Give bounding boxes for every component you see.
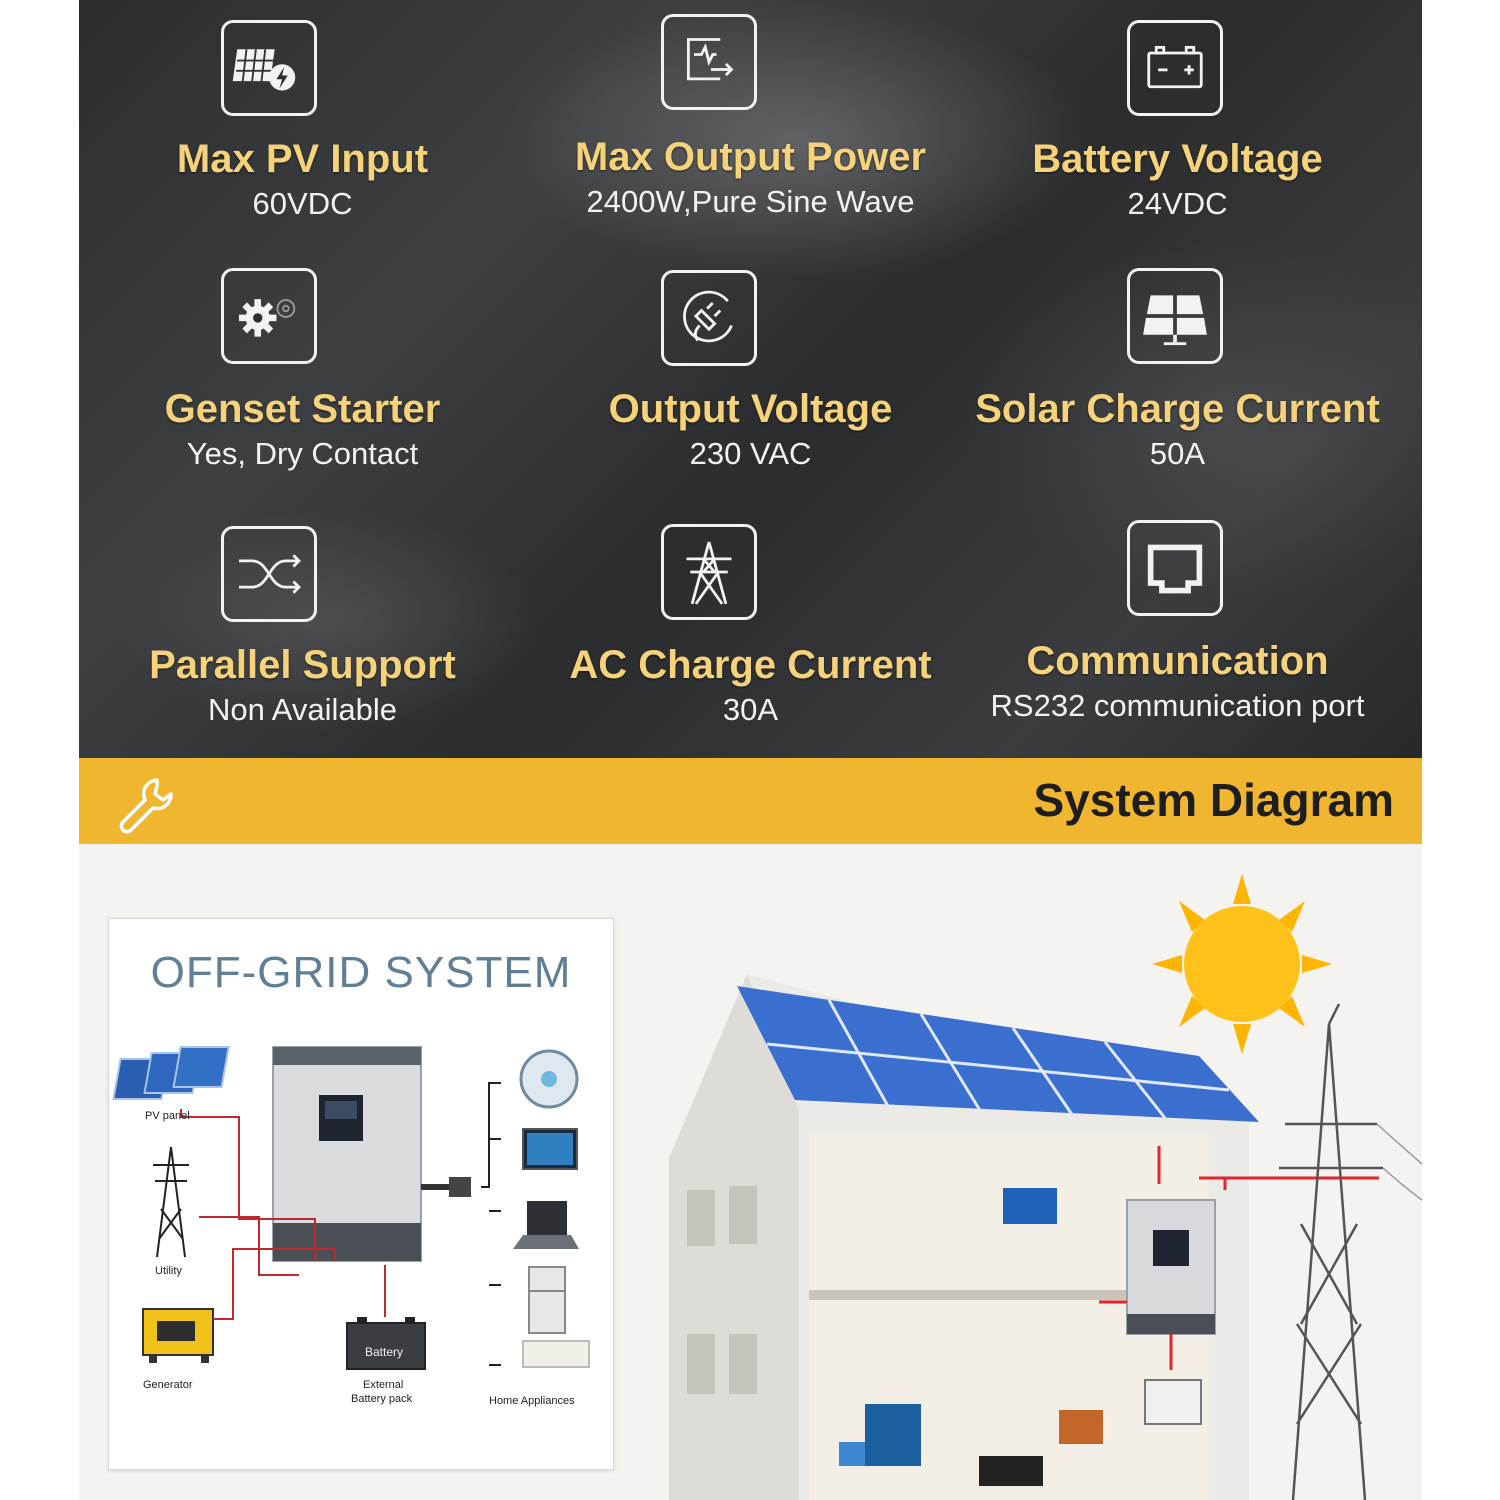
spec-max-output-power: Max Output Power 2400W,Pure Sine Wave [527,0,974,240]
plug-icon [661,270,757,366]
sun-icon [1152,874,1332,1054]
battery-icon [1127,20,1223,116]
wiring [180,1109,386,1320]
solar-array-icon [1127,268,1223,364]
off-grid-diagram-card: OFF-GRID SYSTEM [108,918,614,1470]
power-output-icon [661,14,757,110]
utility-label: Utility [155,1265,182,1277]
generator-icon [142,1308,214,1363]
monitor-icon [1003,1188,1057,1224]
appliance-bus [481,1082,501,1366]
spec-value: Non Available [207,692,397,727]
spec-solar-charge-current: Solar Charge Current 50A [954,250,1401,490]
gears-icon [221,268,317,364]
generator-label: Generator [143,1379,193,1391]
spec-title: Battery Voltage [1032,137,1323,181]
spec-value: Yes, Dry Contact [186,436,419,471]
power-tower-icon [661,524,757,620]
pv-label: PV panel [145,1110,190,1122]
wall-inverter-icon [1126,1199,1216,1335]
off-grid-diagram [112,1046,590,1370]
solar-panel-icon [221,20,317,116]
spec-title: Max Output Power [574,135,927,179]
spec-title: Output Voltage [608,387,893,431]
diagram-title: OFF-GRID SYSTEM [150,948,572,997]
spec-title: Communication [1026,639,1329,683]
product-page: Max PV Input 60VDC Max Output Power 2400… [79,0,1422,1500]
transmission-tower-icon [1279,1003,1422,1500]
spec-battery-voltage: Battery Voltage 24VDC [954,0,1401,240]
spec-value: RS232 communication port [990,688,1365,723]
spec-value: 50A [1149,436,1206,471]
utility-tower-icon [153,1146,189,1258]
spec-title: Max PV Input [176,137,429,181]
ethernet-port-icon [1127,520,1223,616]
battery-label: Battery [365,1345,404,1359]
spec-max-pv-input: Max PV Input 60VDC [79,0,526,240]
laptop-icon [513,1235,579,1249]
battery-pack-label-2: Battery pack [351,1393,413,1405]
spec-value: 30A [722,692,779,727]
section-banner: System Diagram [79,758,1422,844]
inverter-icon [272,1046,422,1262]
spec-panel: Max PV Input 60VDC Max Output Power 2400… [79,0,1422,758]
battery-pack-label-1: External [363,1379,404,1391]
spec-title: Genset Starter [164,387,441,431]
appliances-label: Home Appliances [489,1395,575,1407]
spec-ac-charge-current: AC Charge Current 30A [527,506,974,746]
air-conditioner-icon [522,1340,590,1368]
spec-communication: Communication RS232 communication port [954,506,1401,746]
home-battery-icon [1144,1379,1202,1425]
spec-output-voltage: Output Voltage 230 VAC [527,250,974,490]
wrench-icon [113,772,177,836]
shuffle-icon [221,526,317,622]
plug-icon [449,1177,471,1197]
spec-value: 60VDC [252,186,353,221]
spec-title: Solar Charge Current [975,387,1380,431]
spec-genset-starter: Genset Starter Yes, Dry Contact [79,250,526,490]
spec-title: Parallel Support [149,643,456,687]
spec-value: 230 VAC [689,436,812,471]
spec-value: 24VDC [1127,186,1228,221]
fridge-icon [528,1266,566,1334]
diagram-section: OFF-GRID SYSTEM [79,844,1422,1500]
spec-title: AC Charge Current [569,643,932,687]
spec-parallel-support: Parallel Support Non Available [79,506,526,746]
battery-pack-icon [346,1317,426,1370]
banner-title: System Diagram [1033,774,1395,826]
pv-panel-icon [112,1046,230,1100]
house-illustration [669,874,1422,1500]
flow-arrows [1099,1146,1379,1370]
spec-value: 2400W,Pure Sine Wave [586,184,915,219]
